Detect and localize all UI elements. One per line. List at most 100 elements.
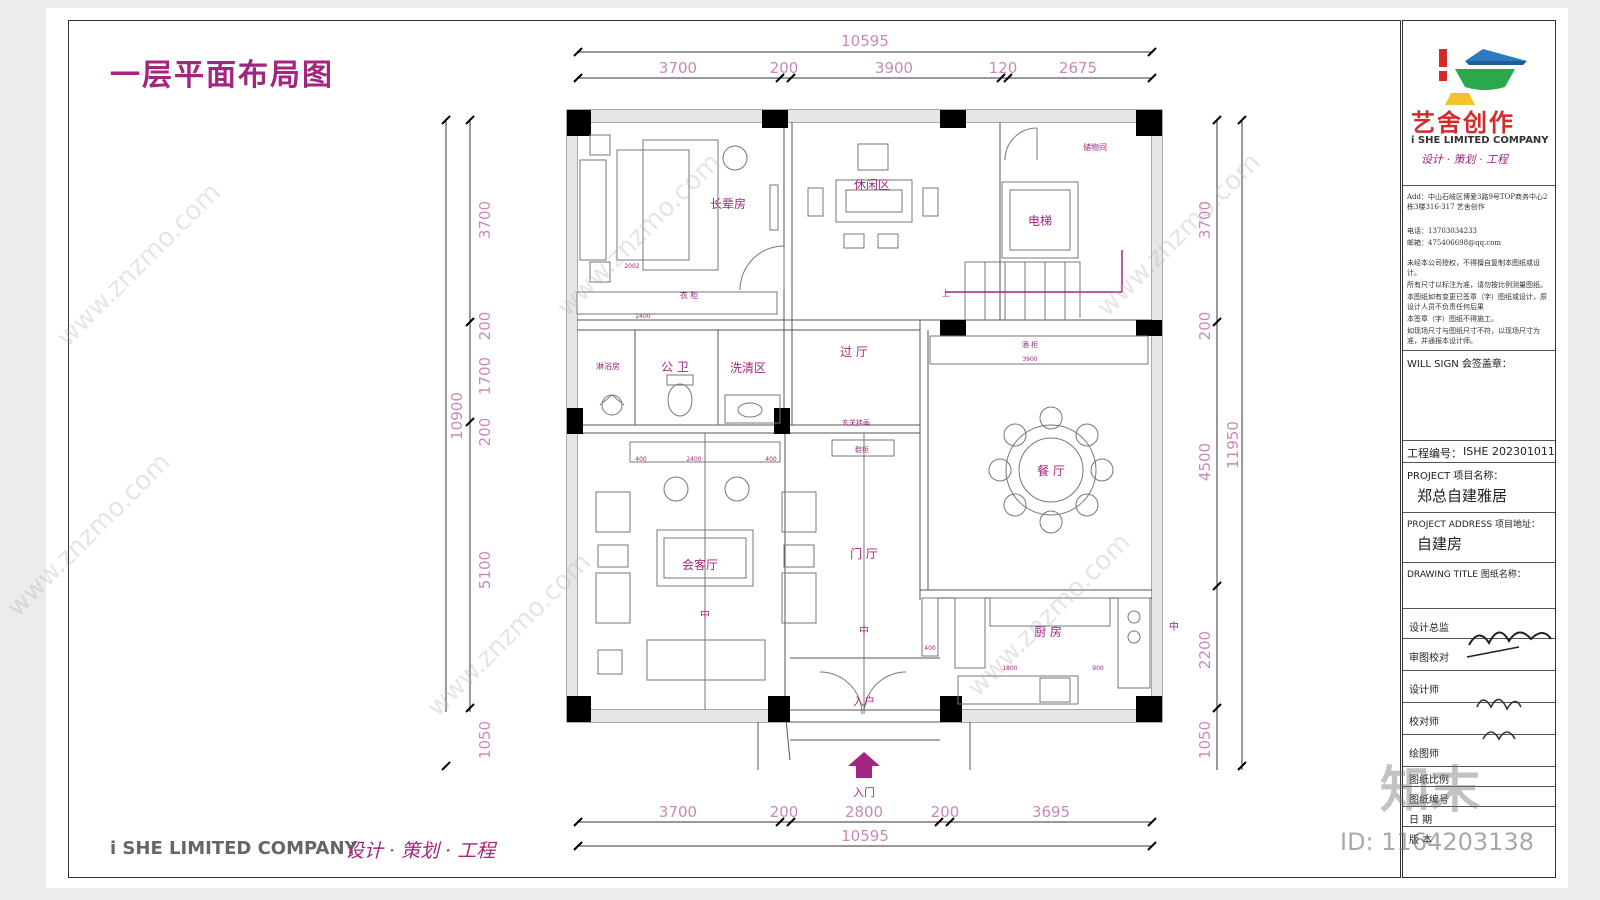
number-row: 图纸编号 (1403, 787, 1555, 807)
room-bathroom: 公 卫 (661, 360, 689, 374)
dim-right-5: 1050 (1196, 721, 1214, 759)
role-label: 审图校对 (1409, 653, 1449, 664)
note-item: 本签章（字）图纸不得施工。 (1407, 315, 1498, 323)
room-wash: 洗清区 (730, 361, 766, 375)
dim-top-total: 10595 (841, 32, 889, 50)
small-dim-2: 400 (635, 456, 647, 463)
project-no-value: ISHE 202301011 (1463, 445, 1555, 458)
dim-left-2: 200 (476, 312, 494, 341)
will-sign-section: WILL SIGN 会签盖章： (1403, 351, 1555, 441)
dim-left-3: 1700 (476, 357, 494, 395)
room-foyer: 门 厅 (850, 546, 878, 561)
drawing-title-label: DRAWING TITLE 图纸名称： (1407, 570, 1526, 580)
dim-left-1: 3700 (476, 201, 494, 239)
small-dim-6: 3900 (1022, 356, 1037, 363)
dim-bottom-5: 3695 (1032, 803, 1070, 821)
dim-bottom-4: 200 (931, 803, 960, 821)
role-row: 校对师 (1403, 703, 1555, 735)
company-logo-icon (1439, 49, 1527, 105)
role-row: 设计总监 (1403, 609, 1555, 639)
role-label: 校对师 (1409, 717, 1439, 728)
room-elder-bedroom: 长辈房 (710, 196, 746, 211)
note-item: 所有尺寸以标注为准，请勿按比例测量图纸。 (1407, 281, 1547, 289)
watermark-brand: 知末 (1380, 761, 1480, 819)
company-address: Add：中山石岐区博爱3路9号TOP商务中心2栋3楼316-317 艺舍创作 (1407, 193, 1548, 211)
company-name-en: i SHE LIMITED COMPANY (1411, 135, 1549, 146)
version-row: 版 本 (1403, 827, 1555, 847)
will-sign-label: WILL SIGN 会签盖章： (1407, 359, 1512, 370)
date-row: 日 期 (1403, 807, 1555, 827)
dim-left-total: 10900 (448, 392, 466, 440)
drawing-sheet (46, 8, 1568, 888)
company-info-section: Add：中山石岐区博爱3路9号TOP商务中心2栋3楼316-317 艺舍创作 电… (1403, 186, 1555, 351)
label-wine-cabinet: 酒 柜 (1022, 340, 1038, 349)
company-phone: 电话：13703034233 (1407, 227, 1477, 235)
dim-bottom-3: 2800 (845, 803, 883, 821)
small-dim-9: 900 (1092, 665, 1104, 672)
project-address-label: PROJECT ADDRESS 项目地址： (1407, 520, 1540, 530)
project-name-label: PROJECT 项目名称： (1407, 471, 1504, 482)
bottom-company: i SHE LIMITED COMPANY (110, 838, 358, 859)
dim-right-3: 4500 (1196, 443, 1214, 481)
dim-right-total: 11950 (1224, 421, 1242, 469)
bottom-slogan: 设计 · 策划 · 工程 (345, 840, 496, 862)
label-wardrobe: 衣 柜 (680, 290, 699, 300)
dim-bottom-total: 10595 (841, 827, 889, 845)
dim-bottom-2: 200 (770, 803, 799, 821)
room-shower: 淋浴房 (596, 361, 620, 371)
small-dim-8: 1800 (1002, 665, 1017, 672)
label-entrance: 入门 (853, 785, 875, 799)
role-row: 绘图师 (1403, 735, 1555, 767)
dim-top-3: 3900 (875, 59, 913, 77)
small-dim-7: 2002 (624, 263, 639, 270)
role-label: 设计师 (1409, 685, 1439, 696)
dim-left-4: 200 (476, 418, 494, 447)
note-item: 本图纸如有变更已签章（字）图纸或设计，原设计人员不负责任何后果 (1407, 293, 1547, 311)
dim-top-4: 120 (989, 59, 1018, 77)
entry-arrow-icon (848, 752, 880, 778)
dim-bottom-1: 3700 (659, 803, 697, 821)
watermark-id: ID: 1164203138 (1340, 828, 1534, 856)
scale-label: 图纸比例 (1409, 775, 1449, 786)
label-center-2: 中 (859, 624, 869, 637)
signatures-icon (1466, 631, 1552, 741)
label-shoe-cabinet: 鞋柜 (855, 445, 869, 454)
label-entry: 入户 (853, 694, 875, 708)
dim-top-2: 200 (770, 59, 799, 77)
drawing-title-section: DRAWING TITLE 图纸名称： (1403, 563, 1555, 609)
version-label: 版 本 (1409, 835, 1433, 846)
label-hanger: 玄关挂画 (842, 418, 870, 427)
project-address-value: 自建房 (1417, 535, 1463, 553)
date-label: 日 期 (1409, 815, 1433, 826)
note-item: 如现场尺寸与图纸尺寸不符，以现场尺寸为准，并通报本设计师。 (1407, 327, 1540, 345)
role-label: 设计总监 (1409, 623, 1449, 634)
company-name-cn: 艺舍创作 (1411, 109, 1515, 137)
label-center-1: 中 (700, 608, 710, 621)
company-logo-section: 艺舍创作 i SHE LIMITED COMPANY 设计 · 策划 · 工程 (1403, 21, 1555, 186)
dim-left-5: 5100 (476, 551, 494, 589)
project-name-section: PROJECT 项目名称： 郑总自建雅居 (1403, 463, 1555, 513)
label-up: 上 (942, 289, 950, 298)
dim-left-6: 1050 (476, 721, 494, 759)
scale-row: 图纸比例 (1403, 767, 1555, 787)
room-corridor: 过 厅 (840, 345, 868, 359)
title-block: 艺舍创作 i SHE LIMITED COMPANY 设计 · 策划 · 工程 … (1402, 20, 1556, 878)
number-label: 图纸编号 (1409, 795, 1449, 806)
room-storage: 储物间 (1083, 142, 1107, 152)
small-dim-3: 2400 (635, 313, 650, 320)
dim-top-5: 2675 (1059, 59, 1097, 77)
role-label: 绘图师 (1409, 749, 1439, 760)
room-leisure: 休闲区 (854, 178, 890, 192)
project-name-value: 郑总自建雅居 (1417, 487, 1508, 505)
room-kitchen: 厨 房 (1034, 624, 1062, 639)
drawing-frame (68, 20, 1401, 878)
project-address-section: PROJECT ADDRESS 项目地址： 自建房 (1403, 513, 1555, 563)
dim-right-2: 200 (1196, 312, 1214, 341)
small-dim-1: 2400 (686, 456, 701, 463)
drawing-title: 一层平面布局图 (110, 58, 334, 93)
label-center-3: 中 (1169, 620, 1179, 633)
dim-right-4: 2200 (1196, 631, 1214, 669)
room-dining: 餐 厅 (1037, 463, 1065, 478)
notes-list: 未经本公司授权，不得擅自复制本图纸或设计。 所有尺寸以标注为准，请勿按比例测量图… (1407, 258, 1553, 346)
